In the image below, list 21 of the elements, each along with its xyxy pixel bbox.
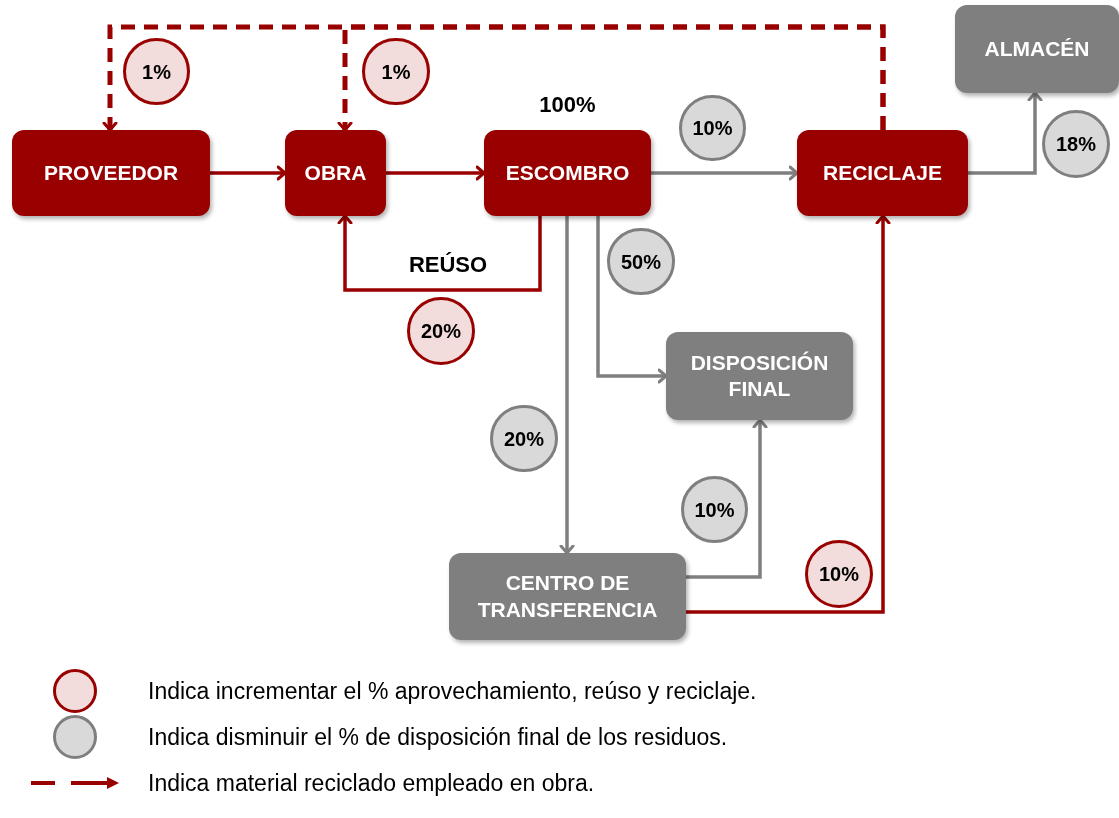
arrow — [686, 418, 768, 579]
arrow — [559, 216, 575, 555]
process-box: RECICLAJE — [797, 130, 968, 216]
legend-text: Indica disminuir el % de disposición final de los residuos. — [148, 722, 728, 752]
percentage-label: 100% — [538, 91, 597, 119]
arrow — [386, 165, 486, 181]
legend-text: Indica material reciclado empleado en obra. — [148, 768, 595, 798]
arrow — [651, 165, 799, 181]
arrow — [686, 214, 891, 614]
process-box: ALMACÉN — [955, 5, 1119, 93]
arrow — [210, 165, 287, 181]
process-box: PROVEEDOR — [12, 130, 210, 216]
arrow — [968, 91, 1043, 175]
process-box: CENTRO DE TRANSFERENCIA — [449, 553, 686, 640]
process-box: OBRA — [285, 130, 386, 216]
arrow — [337, 214, 542, 292]
arrow — [596, 216, 668, 384]
process-box: ESCOMBRO — [484, 130, 651, 216]
dashed-arrow — [337, 24, 886, 132]
legend-text: Indica incrementar el % aprovechamiento, reúso y reciclaje. — [148, 676, 757, 706]
process-box: DISPOSICIÓN FINAL — [666, 332, 853, 420]
